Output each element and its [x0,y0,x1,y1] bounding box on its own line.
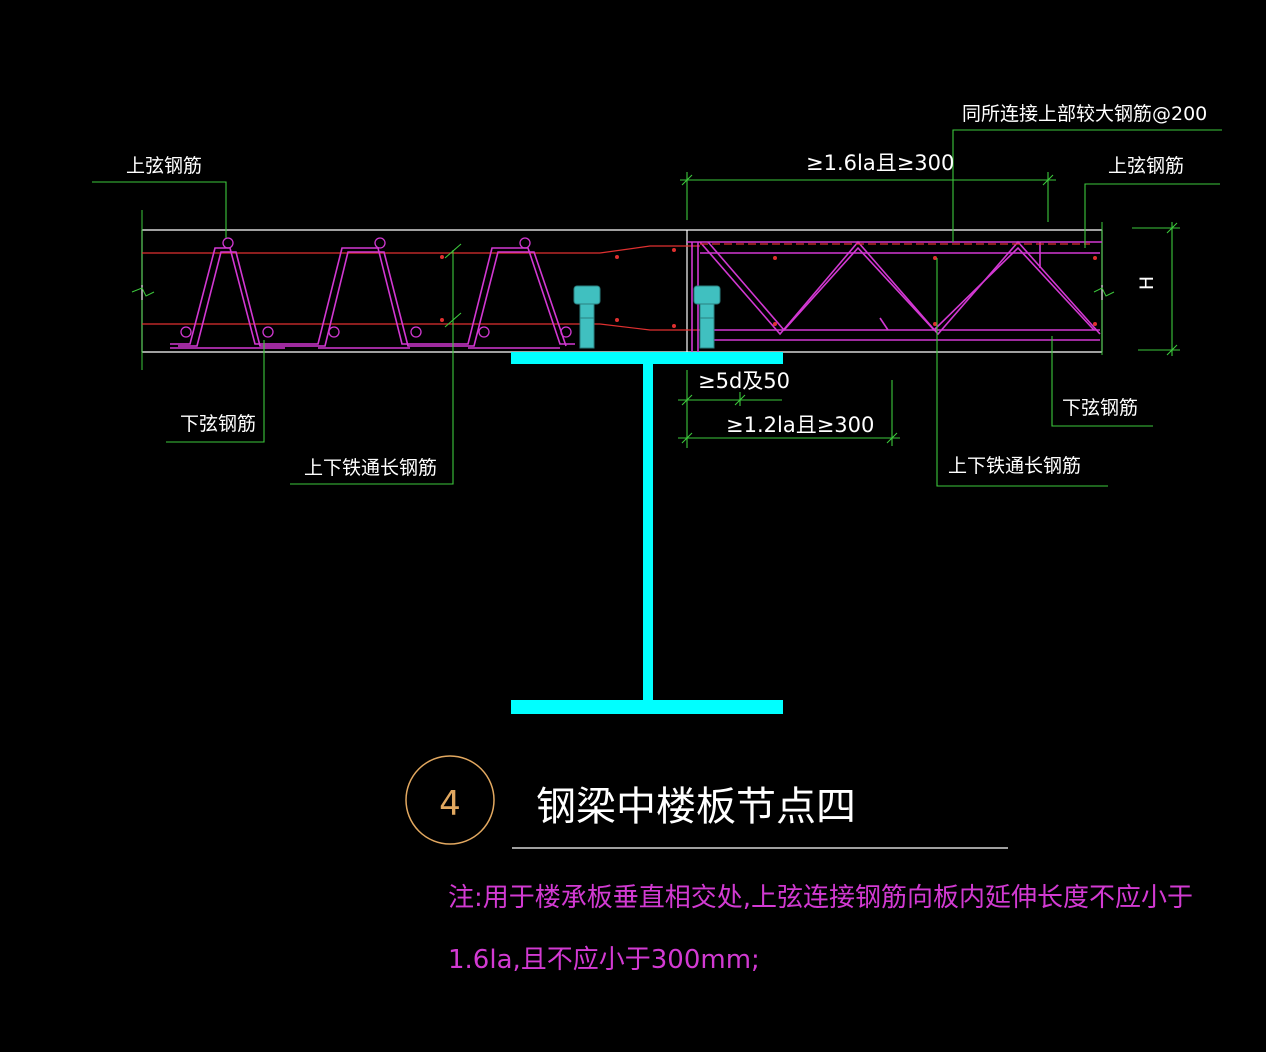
drawing-title: 钢梁中楼板节点四 [536,784,856,830]
label-bottom-chord-right: 下弦钢筋 [1062,397,1138,419]
slab-outline [141,229,1103,353]
left-truss-deck [170,247,575,349]
steel-i-beam [511,352,783,714]
left-bar-dots [180,237,572,338]
label-through-bars-right: 上下铁通长钢筋 [948,455,1081,477]
dim-top-extend: ≥1.6la且≥300 [806,151,954,175]
dim-weld-length: ≥5d及50 [698,369,790,393]
leader-lines [92,129,1222,487]
label-top-chord-left: 上弦钢筋 [126,155,202,177]
label-bottom-chord-left: 下弦钢筋 [180,413,256,435]
note-line-2: 1.6la,且不应小于300mm; [448,945,760,975]
shear-stud-left [573,285,601,349]
label-connect-bars: 同所连接上部较大钢筋@200 [962,103,1207,125]
red-dots [440,248,1097,328]
label-height-mark: H [1136,276,1158,290]
label-through-bars-left: 上下铁通长钢筋 [304,457,437,479]
detail-number-circle [405,755,495,845]
note-line-1: 注:用于楼承板垂直相交处,上弦连接钢筋向板内延伸长度不应小于 [448,883,1193,913]
break-marks [131,210,1115,370]
shear-stud-right [693,285,721,349]
detail-number: 4 [439,784,461,824]
right-truss [687,240,1102,352]
label-top-chord-right: 上弦钢筋 [1108,155,1184,177]
dim-bottom-extend: ≥1.2la且≥300 [726,413,874,437]
left-through-bars [142,245,700,331]
title-block: 4 钢梁中楼板节点四 [405,755,1008,849]
